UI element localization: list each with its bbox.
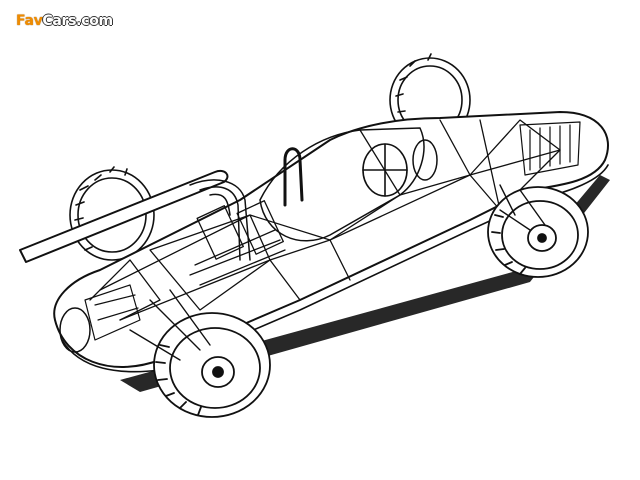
gearbox	[84, 284, 141, 341]
exhaust-bends	[189, 179, 251, 261]
roll-bar	[283, 147, 304, 207]
tail-opening	[59, 307, 91, 353]
watermark-part-fav: Fav	[16, 13, 43, 29]
radiator-grille	[519, 121, 581, 176]
front-suspension	[499, 184, 546, 231]
engine-block	[189, 200, 286, 286]
space-frame	[89, 119, 561, 321]
watermark-part-cars: Cars.com	[42, 13, 113, 29]
rear-wheel-near	[153, 312, 271, 418]
front-wheel-near	[487, 186, 589, 278]
exhaust-pipe	[19, 170, 229, 263]
rear-suspension	[129, 289, 211, 361]
instrument-panel	[412, 139, 438, 181]
favcars-watermark-logo: FavCars.com	[16, 13, 113, 29]
